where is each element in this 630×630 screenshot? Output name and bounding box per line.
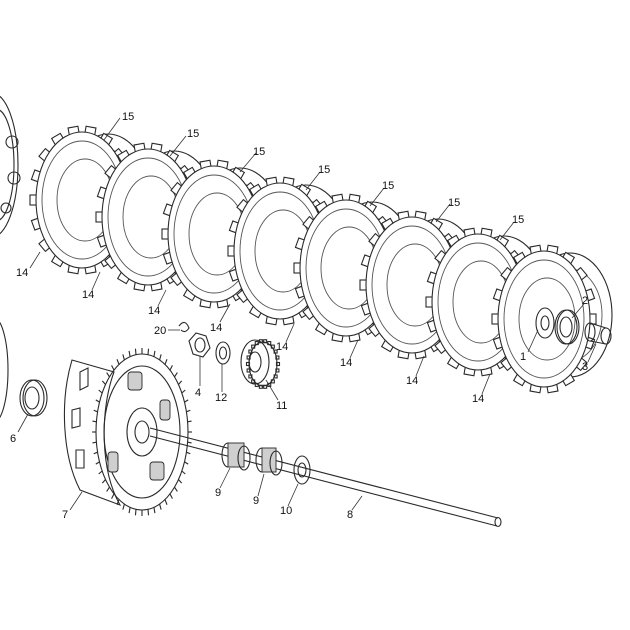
callout-2: 2 <box>582 295 588 307</box>
clutch-plate-pair <box>491 244 613 394</box>
part-1-pressure-plate <box>535 307 555 339</box>
callout-9: 9 <box>253 495 259 507</box>
callout-15: 15 <box>187 128 199 140</box>
callout-14: 14 <box>276 341 288 353</box>
callout-11: 11 <box>276 400 287 412</box>
callout-1: 1 <box>520 351 526 363</box>
part-7-clutch-basket <box>63 348 192 516</box>
part-10-washer <box>293 455 311 485</box>
part-6-bearing-ring <box>19 379 48 417</box>
part-9-needle-bearing-a <box>221 442 251 471</box>
callout-14: 14 <box>16 267 28 279</box>
part-20-clip <box>178 321 190 333</box>
part-2-bearing <box>554 309 580 345</box>
callout-6: 6 <box>10 433 16 445</box>
callout-14: 14 <box>82 289 94 301</box>
callout-15: 15 <box>318 164 330 176</box>
callout-15: 15 <box>122 111 134 123</box>
callout-14: 14 <box>210 322 222 334</box>
callout-8: 8 <box>347 509 353 521</box>
callout-15: 15 <box>448 197 460 209</box>
callout-14: 14 <box>406 375 418 387</box>
callout-3: 3 <box>582 361 588 373</box>
part-11-gear <box>240 339 281 389</box>
callout-7: 7 <box>62 509 68 521</box>
callout-14: 14 <box>148 305 160 317</box>
part-12-washer <box>215 341 231 365</box>
callout-15: 15 <box>253 146 265 158</box>
part-3-push-piece <box>584 322 612 345</box>
callout-15: 15 <box>512 214 524 226</box>
callout-12: 12 <box>215 392 227 404</box>
callout-14: 14 <box>472 393 484 405</box>
leader-lines <box>17 117 597 511</box>
callout-20: 20 <box>154 325 166 337</box>
callout-labels: 15 15 15 15 15 15 15 14 14 14 14 14 14 1… <box>10 111 588 521</box>
partial-housing-mid-left <box>0 321 9 419</box>
callout-9: 9 <box>215 487 221 499</box>
callout-4: 4 <box>195 387 201 399</box>
callout-15: 15 <box>382 180 394 192</box>
part-9-needle-bearing-b <box>255 447 283 476</box>
part-4-nut <box>188 332 211 358</box>
callout-14: 14 <box>340 357 352 369</box>
callout-10: 10 <box>280 505 292 517</box>
clutch-plate-stack <box>29 125 613 394</box>
partial-housing-top-left <box>0 95 21 235</box>
part-8-pushrod-shaft <box>149 427 502 528</box>
